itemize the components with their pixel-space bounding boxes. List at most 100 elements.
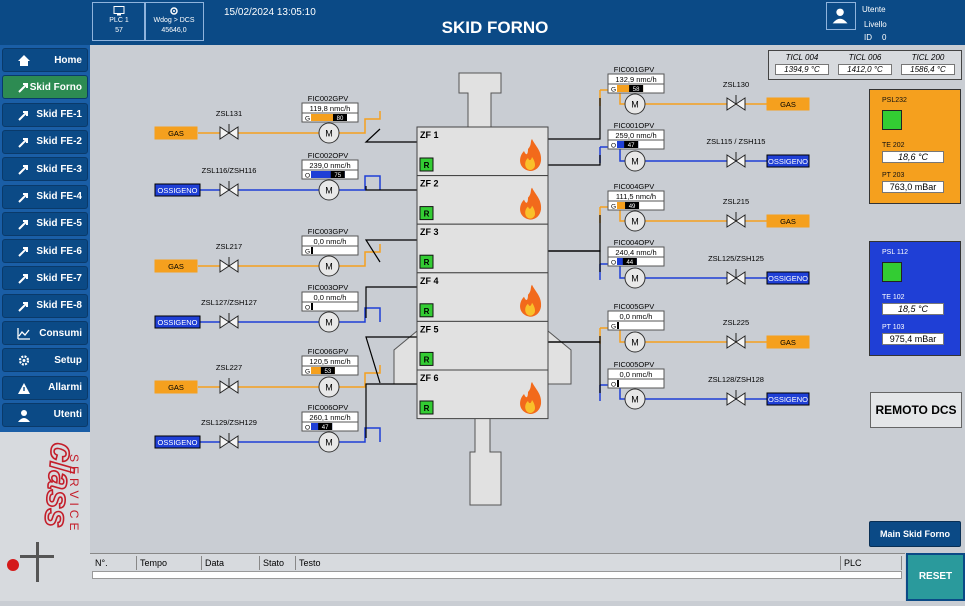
- sidebar-item-skid-fe-6[interactable]: Skid FE-6: [2, 239, 88, 264]
- sidebar-item-label: Skid Forno: [29, 81, 82, 93]
- sidebar-item-skid-fe-7[interactable]: Skid FE-7: [2, 266, 88, 291]
- sidebar-item-consumi[interactable]: Consumi: [2, 321, 88, 345]
- flow-motor[interactable]: [318, 376, 340, 398]
- flow-pct-bg: [311, 303, 313, 310]
- gear-icon: [170, 7, 178, 15]
- line-type-label: GAS: [168, 262, 184, 271]
- sidebar-item-label: Skid FE-1: [36, 109, 82, 121]
- sidebar-item-utenti[interactable]: Utenti: [2, 402, 88, 427]
- remoto-dcs-button[interactable]: REMOTO DCS: [870, 392, 962, 428]
- alarm-col-header[interactable]: Data: [202, 556, 260, 570]
- ticl-label: TICL 004: [785, 53, 819, 62]
- line-type-tag: [154, 380, 198, 394]
- gas-psl-indicator: [882, 110, 902, 130]
- line-type-tag: [154, 126, 198, 140]
- flow-motor[interactable]: [318, 179, 340, 201]
- motor-label: M: [631, 274, 639, 284]
- reset-button[interactable]: RESET: [906, 553, 965, 601]
- sidebar-item-skid-fe-8[interactable]: Skid FE-8: [2, 293, 88, 318]
- svg-text:SERVICE: SERVICE: [67, 454, 81, 534]
- flow-value: 0,0 nmc/h: [314, 293, 347, 302]
- line-type-label: OSSIGENO: [157, 438, 197, 447]
- line-type-tag: [766, 154, 810, 168]
- flow-motor[interactable]: [318, 311, 340, 333]
- zone-run-indicator: [419, 351, 434, 366]
- flow-motor[interactable]: [624, 388, 646, 410]
- zone-run-indicator: [419, 206, 434, 221]
- alarm-row[interactable]: [92, 571, 902, 579]
- ticl-value: 1412,0 °C: [838, 64, 892, 75]
- sidebar-item-label: Consumi: [39, 327, 82, 339]
- pipe-line: [365, 286, 417, 318]
- valve-label: ZSL116/ZSH116: [202, 166, 257, 175]
- alarm-col-header[interactable]: Stato: [260, 556, 296, 570]
- arrow-icon: [18, 274, 28, 285]
- user-button[interactable]: [826, 2, 856, 30]
- line-type-tag: [154, 183, 201, 197]
- pipe-line: [365, 336, 417, 384]
- alarm-col-header[interactable]: Testo: [296, 556, 841, 570]
- line-type-label: GAS: [168, 129, 184, 138]
- flow-mode: G: [611, 204, 616, 211]
- sidebar-item-skid-forno[interactable]: Skid Forno: [2, 75, 88, 100]
- flow-pct: 47: [628, 143, 635, 149]
- flow-pct-bg: [617, 322, 619, 329]
- zone-run-label: R: [424, 210, 430, 219]
- sidebar-item-allarmi[interactable]: Allarmi: [2, 375, 88, 400]
- arrow-icon: [18, 137, 28, 148]
- flame-icon: [520, 187, 542, 220]
- flow-motor[interactable]: [624, 210, 646, 232]
- flow-motor[interactable]: [624, 93, 646, 115]
- flow-motor[interactable]: [318, 122, 340, 144]
- gas-pt-label: PT 203: [882, 172, 905, 179]
- alarm-col-header[interactable]: Tempo: [137, 556, 202, 570]
- wdog-status-box[interactable]: Wdog > DCS 45646,0: [144, 2, 204, 41]
- line-type-tag: [766, 271, 810, 285]
- flame-inner: [525, 157, 536, 170]
- pipe-line: [548, 250, 601, 272]
- flow-motor[interactable]: [624, 267, 646, 289]
- plc-value: 57: [115, 27, 123, 34]
- sidebar-item-skid-fe-1[interactable]: Skid FE-1: [2, 102, 88, 127]
- plc-status-box[interactable]: PLC 1 57: [92, 2, 146, 41]
- sidebar-item-skid-fe-4[interactable]: Skid FE-4: [2, 184, 88, 209]
- flow-value: 132,9 nmc/h: [615, 75, 656, 84]
- logo: class SERVICE: [0, 432, 90, 601]
- valve-label: ZSL217: [216, 242, 242, 251]
- flow-bar-box: [301, 301, 359, 312]
- flow-motor[interactable]: [624, 150, 646, 172]
- valve-label: ZSL115 / ZSH115: [707, 137, 766, 146]
- sidebar-item-skid-fe-5[interactable]: Skid FE-5: [2, 211, 88, 236]
- sidebar-item-home[interactable]: Home: [2, 48, 88, 72]
- valve-label: ZSL127/ZSH127: [201, 298, 257, 307]
- sidebar-item-skid-fe-2[interactable]: Skid FE-2: [2, 129, 88, 154]
- flow-tag-label: FIC001OPV: [614, 121, 654, 130]
- flame-icon: [520, 139, 542, 171]
- arrow-icon: [18, 301, 28, 312]
- flow-motor[interactable]: [318, 431, 340, 453]
- arrow-icon: [18, 219, 28, 230]
- flow-motor[interactable]: [318, 255, 340, 277]
- valve-label: ZSL128/ZSH128: [708, 375, 764, 384]
- zone-run-indicator: [419, 400, 434, 415]
- flow-motor[interactable]: [624, 331, 646, 353]
- pipe-line: [365, 186, 417, 191]
- valve-label: ZSL227: [216, 363, 242, 372]
- oxy-te-value: 18,5 °C: [882, 303, 944, 315]
- arrow-icon: [18, 247, 28, 257]
- main-skid-forno-button[interactable]: Main Skid Forno: [869, 521, 961, 547]
- arrow-icon: [18, 165, 28, 175]
- zone-run-label: R: [424, 161, 430, 170]
- line-type-label: OSSIGENO: [768, 274, 808, 283]
- sidebar-item-setup[interactable]: Setup: [2, 348, 88, 373]
- zone-run-label: R: [424, 258, 430, 267]
- flow-pct: 44: [626, 260, 633, 266]
- sidebar-item-skid-fe-3[interactable]: Skid FE-3: [2, 157, 88, 182]
- flow-mode: G: [305, 249, 310, 256]
- pipe-line: [198, 244, 381, 267]
- line-type-tag: [766, 335, 810, 349]
- alarm-col-header[interactable]: PLC: [841, 556, 902, 570]
- alarm-col-header[interactable]: N°.: [92, 556, 137, 570]
